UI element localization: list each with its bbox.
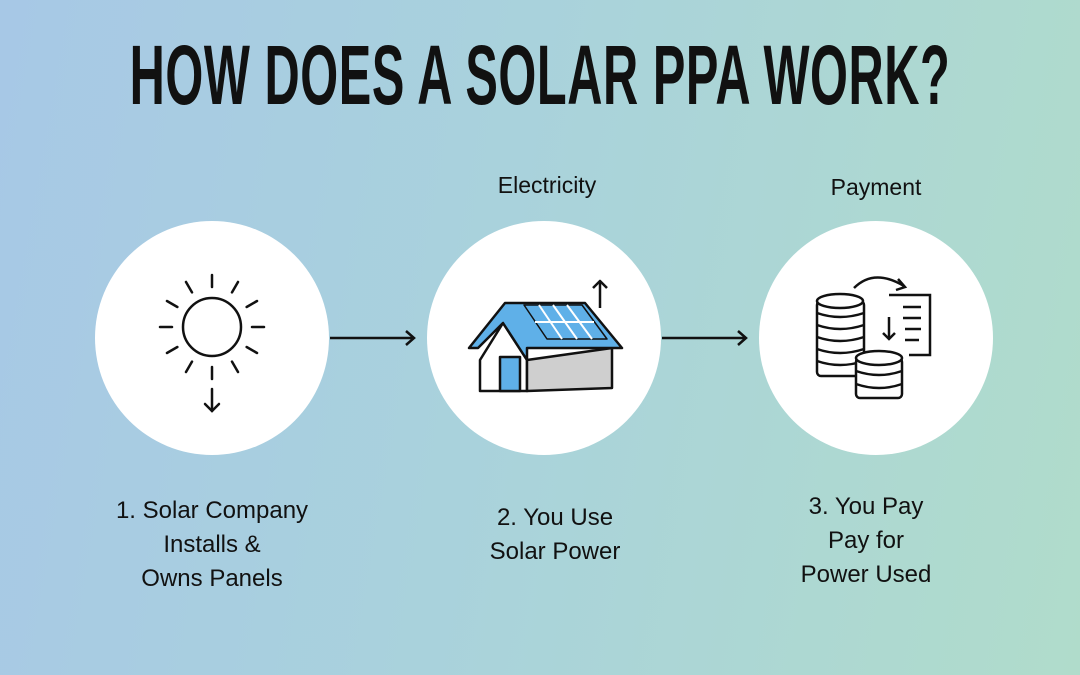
step-2-label: 2. You Use Solar Power bbox=[490, 501, 621, 569]
step-1-circle bbox=[95, 221, 329, 455]
step-3-label: 3. You Pay Pay for Power Used bbox=[801, 490, 932, 592]
sun-icon bbox=[158, 273, 266, 413]
step-1-label: 1. Solar Company Installs & Owns Panels bbox=[116, 494, 308, 596]
flow-label-payment: Payment bbox=[830, 174, 922, 200]
step-2-line: 2. You Use bbox=[496, 504, 614, 531]
page-title: HOW DOES A SOLAR PPA WORK? bbox=[129, 28, 951, 122]
house-solar-panels-icon bbox=[467, 279, 624, 393]
step-3-circle bbox=[759, 221, 993, 455]
step-2-line: Solar Power bbox=[489, 538, 621, 565]
step-1-line: 1. Solar Company bbox=[115, 497, 309, 524]
step-3-line: Pay for bbox=[827, 527, 905, 554]
step-3-line: Power Used bbox=[800, 561, 932, 588]
flow-label-electricity: Electricity bbox=[497, 172, 597, 198]
step-1-line: Owns Panels bbox=[141, 565, 283, 592]
step-2-circle bbox=[427, 221, 661, 455]
step-1-line: Installs & bbox=[163, 531, 261, 558]
arrow-right-icon bbox=[330, 330, 416, 346]
arrow-right-icon bbox=[662, 330, 748, 346]
step-3-line: 3. You Pay bbox=[808, 493, 924, 520]
coins-bill-icon bbox=[815, 276, 932, 400]
